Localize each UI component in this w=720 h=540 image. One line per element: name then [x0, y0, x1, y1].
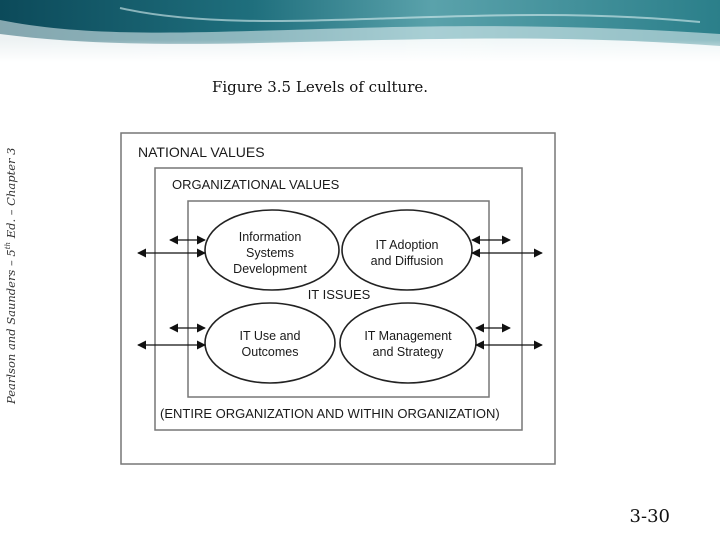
isd-label-1: Information: [239, 230, 302, 244]
mgmt-label-1: IT Management: [364, 329, 452, 343]
figure-caption: Figure 3.5 Levels of culture.: [211, 78, 429, 96]
use-label-2: Outcomes: [242, 345, 299, 359]
header-banner: [0, 0, 720, 62]
organizational-values-label: ORGANIZATIONAL VALUES: [172, 177, 340, 192]
page-number: 3-30: [629, 506, 670, 527]
isd-label-3: Development: [233, 262, 307, 276]
isd-label-2: Systems: [246, 246, 294, 260]
it-issues-label: IT ISSUES: [308, 287, 371, 302]
mgmt-label-2: and Strategy: [373, 345, 445, 359]
use-ellipse: [204, 302, 336, 384]
use-label-1: IT Use and: [240, 329, 301, 343]
organization-scope-label: (ENTIRE ORGANIZATION AND WITHIN ORGANIZA…: [160, 406, 500, 421]
mgmt-ellipse: [339, 302, 477, 384]
national-values-label: NATIONAL VALUES: [138, 144, 265, 160]
adoption-label-2: and Diffusion: [371, 254, 444, 268]
adoption-label-1: IT Adoption: [375, 238, 438, 252]
